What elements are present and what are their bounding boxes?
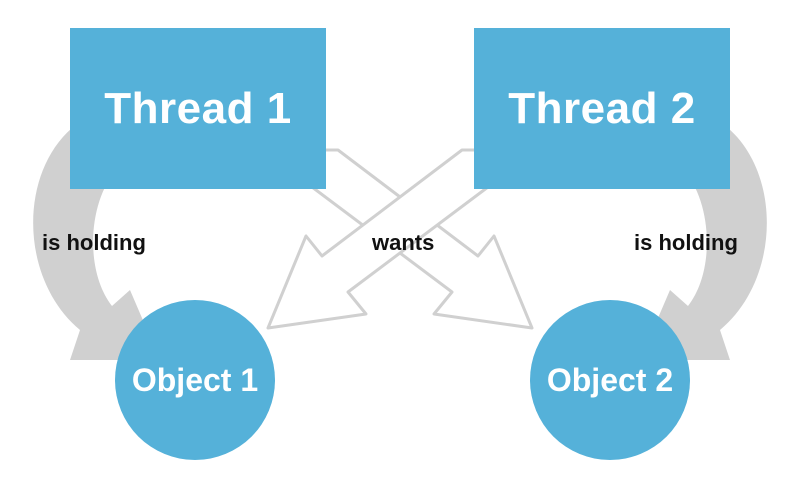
wants-arrow-thread2-to-object1 [266, 148, 502, 330]
left-holding-label: is holding [42, 230, 146, 255]
left-holding-arrow [33, 128, 161, 360]
object-1-node: Object 1 [115, 300, 275, 460]
thread-2-node: Thread 2 [474, 28, 730, 189]
object-2-label: Object 2 [546, 361, 674, 398]
thread-1-label: Thread 1 [104, 83, 292, 133]
object-1-label: Object 1 [131, 361, 259, 398]
thread-2-label: Thread 2 [508, 83, 696, 133]
right-holding-label: is holding [634, 230, 738, 255]
wants-label: wants [372, 230, 435, 255]
right-holding-arrow [640, 128, 767, 360]
object-2-node: Object 2 [530, 300, 690, 460]
thread-1-node: Thread 1 [70, 28, 326, 189]
